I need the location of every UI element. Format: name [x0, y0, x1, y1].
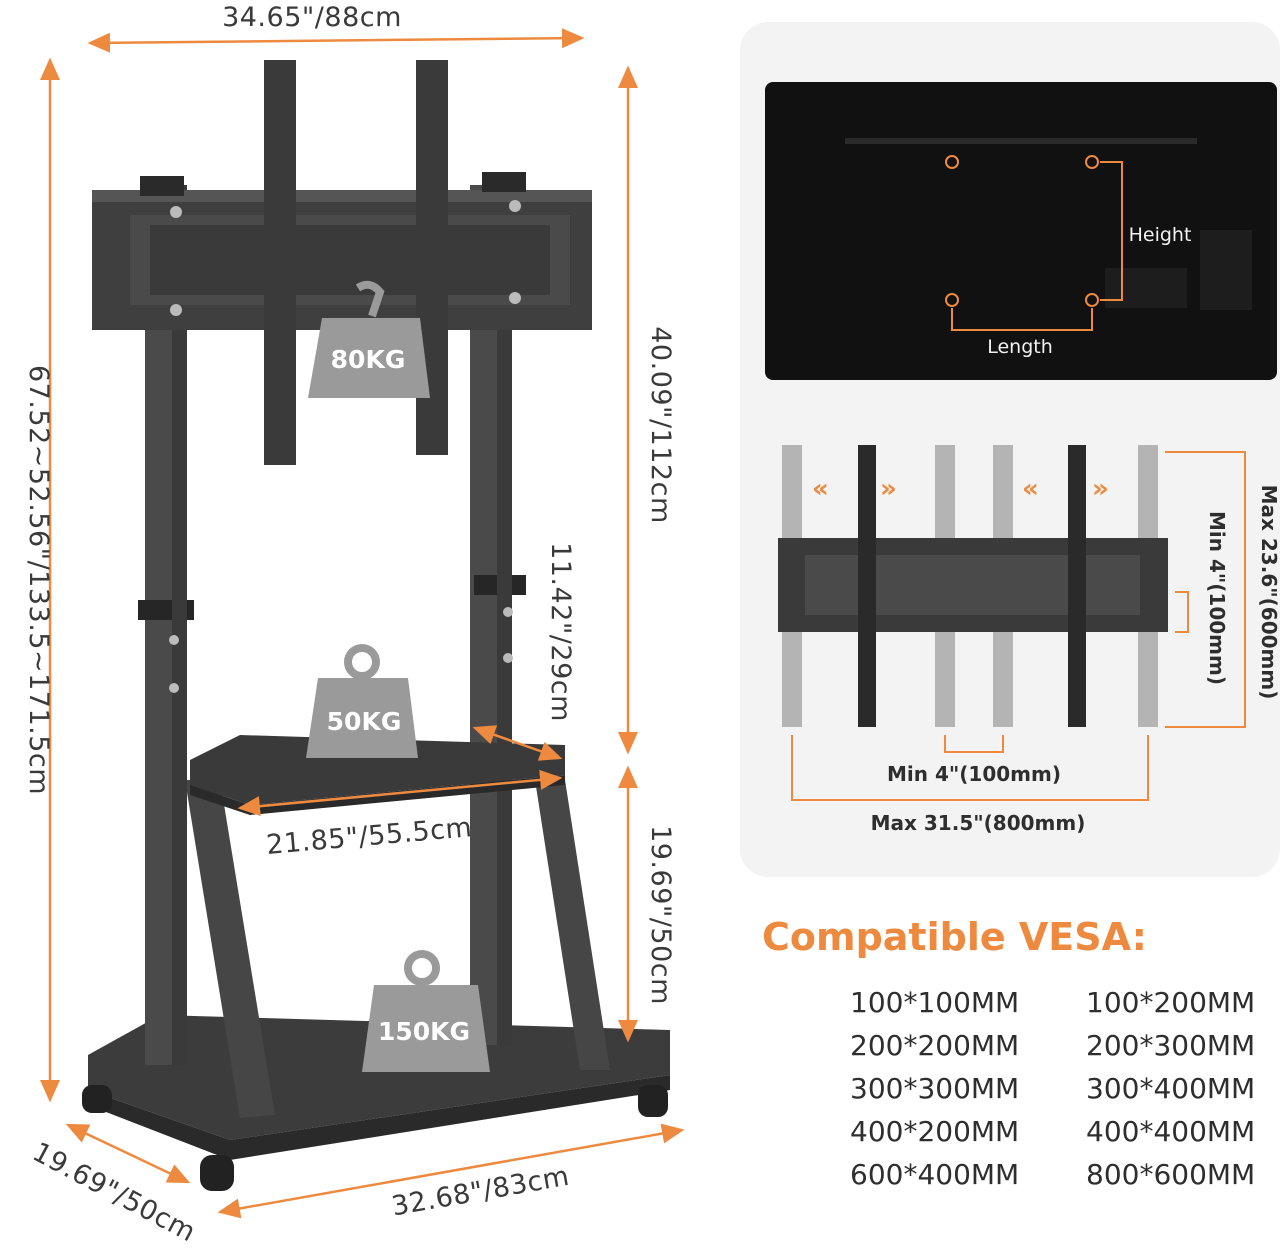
dim-top-width: 34.65"/88cm	[222, 2, 402, 33]
weight-icon-150kg: 150KG	[362, 950, 490, 1072]
bracket-max-vertical: Max 23.6"(600mm)	[1257, 485, 1280, 700]
vesa-size: 300*300MM	[850, 1072, 1019, 1105]
vesa-size: 200*200MM	[850, 1029, 1019, 1062]
vesa-size: 600*400MM	[850, 1158, 1019, 1191]
tv-length-label: Length	[987, 336, 1053, 358]
weight-label-mount: 80KG	[331, 345, 406, 374]
caster-wheel	[200, 1155, 234, 1191]
svg-text:»: »	[880, 474, 897, 504]
vesa-title: Compatible VESA:	[762, 915, 1147, 959]
weight-label-base: 150KG	[378, 1017, 470, 1046]
dim-base-width: 32.68"/83cm	[389, 1161, 571, 1223]
tv-stand: 80KG 50KG 150KG	[82, 60, 670, 1191]
dim-adjust-height: 11.42"/29cm	[545, 542, 576, 722]
weight-icon-80kg: 80KG	[308, 280, 430, 398]
dim-base-depth: 19.69"/50cm	[27, 1137, 200, 1249]
tv-back-illustration: Height Length	[765, 82, 1277, 380]
weight-icon-50kg: 50KG	[306, 644, 418, 758]
svg-text:»: »	[1092, 474, 1109, 504]
dim-shelf-height: 19.69"/50cm	[645, 825, 676, 1005]
svg-text:«: «	[1022, 474, 1039, 504]
dimension-arrows	[40, 28, 685, 1219]
bracket-min-horizontal: Min 4"(100mm)	[887, 762, 1061, 786]
vesa-size: 100*200MM	[1086, 986, 1255, 1019]
vesa-size: 200*300MM	[1086, 1029, 1255, 1062]
vesa-compatibility: Compatible VESA: 100*100MM 200*200MM 300…	[762, 915, 1255, 1191]
caster-wheel	[82, 1085, 112, 1113]
dim-shelf-width: 21.85"/55.5cm	[265, 812, 473, 861]
vesa-size: 400*400MM	[1086, 1115, 1255, 1148]
vesa-size: 400*200MM	[850, 1115, 1019, 1148]
vesa-size: 100*100MM	[850, 986, 1019, 1019]
vesa-size: 300*400MM	[1086, 1072, 1255, 1105]
caster-wheel	[638, 1085, 668, 1117]
bracket-max-horizontal: Max 31.5"(800mm)	[871, 811, 1086, 835]
bracket-min-vertical: Min 4"(100mm)	[1205, 511, 1229, 685]
weight-label-shelf: 50KG	[327, 707, 402, 736]
tv-height-label: Height	[1129, 224, 1192, 246]
svg-text:«: «	[812, 474, 829, 504]
dim-total-height: 67.52~52.56"/133.5~171.5cm	[23, 365, 54, 795]
dim-upright-height: 40.09"/112cm	[645, 326, 676, 524]
vesa-size: 800*600MM	[1086, 1158, 1255, 1191]
bracket-adjustment-illustration: « » « » Min 4"(100mm) Max 23.6"(600mm) M…	[778, 445, 1280, 835]
